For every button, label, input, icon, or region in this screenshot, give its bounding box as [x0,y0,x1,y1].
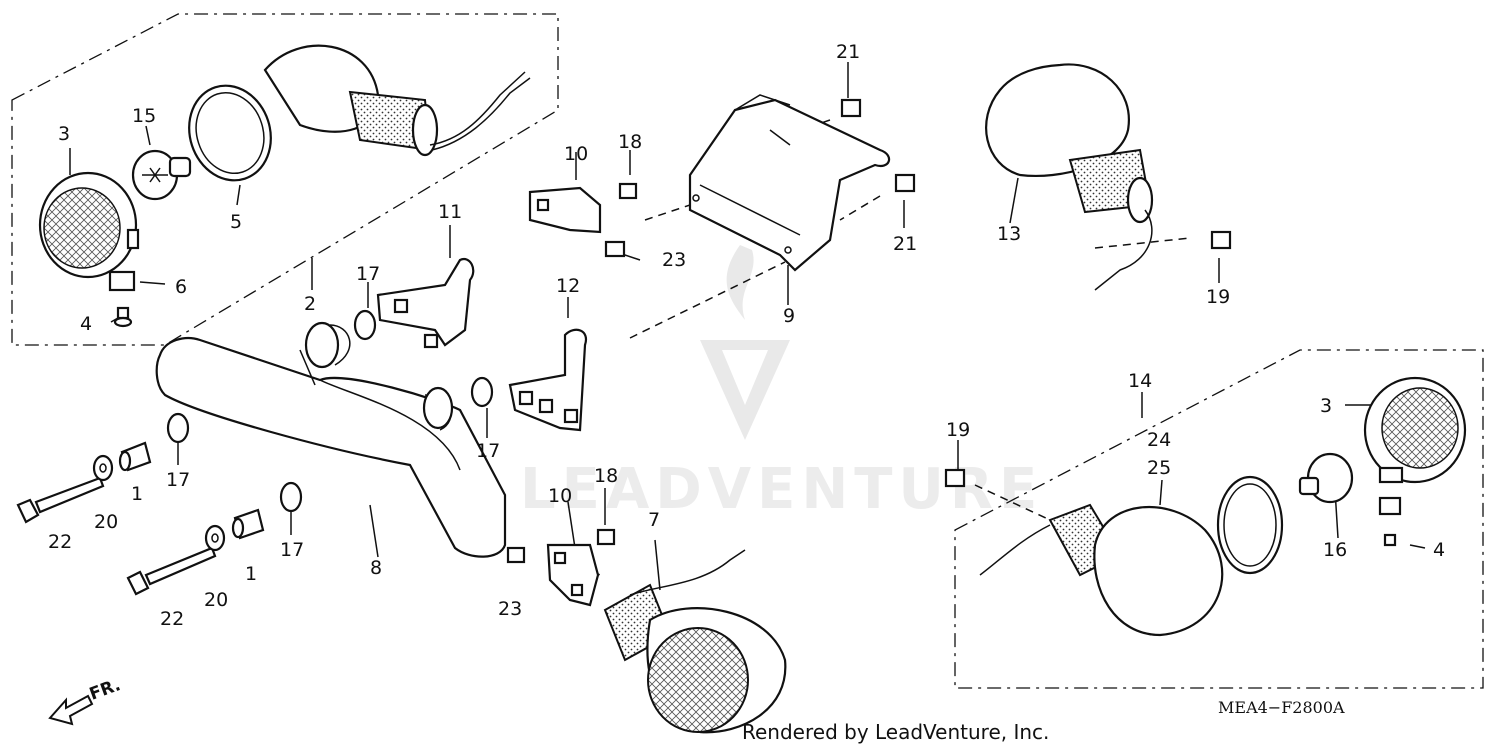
callout-6: 6 [175,276,187,298]
callout-4: 4 [1433,539,1445,561]
rear-right-nut-screw [1378,496,1402,547]
callout-16: 16 [1323,539,1347,561]
rear-right-lens [1363,376,1467,484]
bracket-12 [508,328,588,432]
rear-left-winker [985,63,1154,291]
callout-8: 8 [370,557,382,579]
collar-1-lower [231,508,265,540]
bracket-11 [376,257,475,349]
rear-right-bulb [1298,452,1354,504]
diagram-code: MEA4−F2800A [1218,698,1345,717]
callout-3: 3 [58,123,70,145]
callout-2: 2 [304,293,316,315]
callout-11: 11 [438,201,462,223]
callout-24: 24 [1147,429,1171,451]
callout-17: 17 [280,539,304,561]
render-credit: Rendered by LeadVenture, Inc. [742,720,1049,744]
callout-13: 13 [997,223,1021,245]
callout-12: 12 [556,275,580,297]
callout-19: 19 [1206,286,1230,308]
callout-21: 21 [836,41,860,63]
callout-10: 10 [548,485,572,507]
callout-9: 9 [783,305,795,327]
winker-stay-bar [155,321,507,558]
fr-label: FR. [87,675,123,705]
front-right-winker [603,549,787,734]
collar-1-upper [118,441,152,472]
callout-5: 5 [230,211,242,233]
rear-right-winker-body [979,503,1224,637]
group-box-rear-right [954,349,1484,689]
callout-22: 22 [160,608,184,630]
callout-17: 17 [476,440,500,462]
callout-18: 18 [618,131,642,153]
group-box-front-left [11,13,559,346]
bracket-10-lower [546,543,600,607]
bolt-22-lower [126,546,217,596]
watermark-text: LEADVENTURE [520,457,1043,522]
bracket-10-upper [528,186,602,234]
rear-stay-9 [688,94,891,272]
callout-23: 23 [498,598,522,620]
screws-18-23-21 [506,98,1232,564]
callout-19: 19 [946,419,970,441]
front-left-gasket [188,84,272,182]
callout-20: 20 [94,511,118,533]
leadventure-watermark: LEADVENTURE [520,245,1043,522]
callout-23: 23 [662,249,686,271]
front-left-nut [108,270,136,292]
callout-17: 17 [166,469,190,491]
rear-right-gasket [1216,475,1284,575]
callout-25: 25 [1147,457,1171,479]
grommets-17 [166,309,494,513]
front-left-screw [113,306,133,328]
callout-18: 18 [594,465,618,487]
callout-4: 4 [80,313,92,335]
bolt-22-upper [16,476,105,524]
callout-7: 7 [648,509,660,531]
callout-20: 20 [204,589,228,611]
callout-21: 21 [893,233,917,255]
callout-labels: 3 15 5 6 4 2 11 17 12 17 17 17 1 1 20 20… [48,41,1445,630]
front-left-bulb [131,149,192,201]
callout-17: 17 [356,263,380,285]
washer-20-upper [92,454,114,482]
callout-3: 3 [1320,395,1332,417]
callout-1: 1 [131,483,143,505]
front-direction-arrow: FR. [48,675,123,726]
front-left-winker-housing [263,44,531,157]
callout-10: 10 [564,143,588,165]
callout-22: 22 [48,531,72,553]
washer-20-lower [204,524,226,552]
front-left-winker-lens [38,171,140,279]
callout-15: 15 [132,105,156,127]
callout-1: 1 [245,563,257,585]
callout-14: 14 [1128,370,1152,392]
